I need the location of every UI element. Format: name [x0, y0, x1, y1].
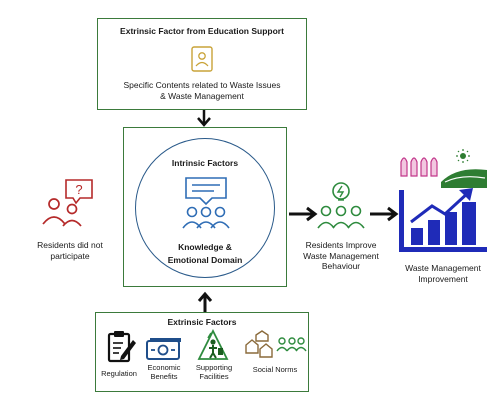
economic-line1: Economic [147, 363, 181, 372]
people-question-icon: ? [38, 178, 100, 230]
recycling-person-icon [196, 328, 230, 364]
money-icon [146, 337, 182, 361]
intrinsic-label-line2: Emotional Domain [167, 255, 243, 266]
left-node-line2: participate [50, 250, 90, 261]
outcome-line2: Improvement [418, 273, 468, 284]
growth-chart-icon [397, 148, 489, 258]
top-box-content: Specific Contents related to Waste Issue… [98, 80, 306, 101]
community-icon [244, 329, 307, 361]
regulation-label: Regulation [101, 369, 137, 378]
outcome-node-label: Waste Management Improvement [388, 263, 498, 284]
economic-benefits-label: Economic Benefits [140, 363, 188, 381]
intrinsic-label-line1: Knowledge & [178, 242, 232, 252]
economic-line2: Benefits [150, 372, 178, 381]
left-node-line1: Residents did not [37, 240, 103, 250]
arrow-bottom-to-center [197, 291, 213, 312]
top-box-content-line1: Specific Contents related to Waste Issue… [123, 80, 281, 90]
bottom-extrinsic-box: Extrinsic Factors Regulation Economic Be… [95, 312, 309, 392]
top-extrinsic-box: Extrinsic Factor from Education Support … [97, 18, 307, 110]
social-norms-label: Social Norms [252, 365, 298, 374]
intrinsic-factors-box: Intrinsic Factors Knowledge & Emotional … [123, 127, 287, 287]
top-box-title: Extrinsic Factor from Education Support [120, 26, 284, 36]
outcome-line1: Waste Management [405, 263, 481, 273]
bottom-box-title: Extrinsic Factors [167, 317, 237, 327]
behaviour-node-label: Residents Improve Waste Management Behav… [291, 240, 391, 272]
arrow-center-to-behaviour [289, 206, 318, 222]
supporting-facilities-label: Supporting Facilities [188, 363, 240, 381]
clipboard-pen-icon [106, 330, 138, 364]
behaviour-line1: Residents Improve [305, 240, 377, 250]
arrow-behaviour-to-outcome [370, 206, 399, 222]
top-box-content-line2: & Waste Management [160, 90, 244, 101]
svg-text:?: ? [75, 182, 82, 197]
supporting-line2: Facilities [199, 372, 229, 381]
behaviour-line2: Waste Management [303, 250, 379, 261]
behaviour-line3: Behaviour [321, 261, 361, 272]
left-node-label: Residents did not participate [20, 240, 120, 261]
group-discussion-icon [174, 176, 238, 232]
intrinsic-title: Intrinsic Factors [171, 158, 239, 168]
intrinsic-circle [135, 138, 275, 278]
arrow-top-to-center [197, 110, 211, 127]
people-idea-icon [316, 180, 366, 230]
supporting-line1: Supporting [195, 363, 233, 372]
document-person-icon [191, 46, 213, 72]
intrinsic-label: Knowledge & Emotional Domain [124, 241, 286, 267]
